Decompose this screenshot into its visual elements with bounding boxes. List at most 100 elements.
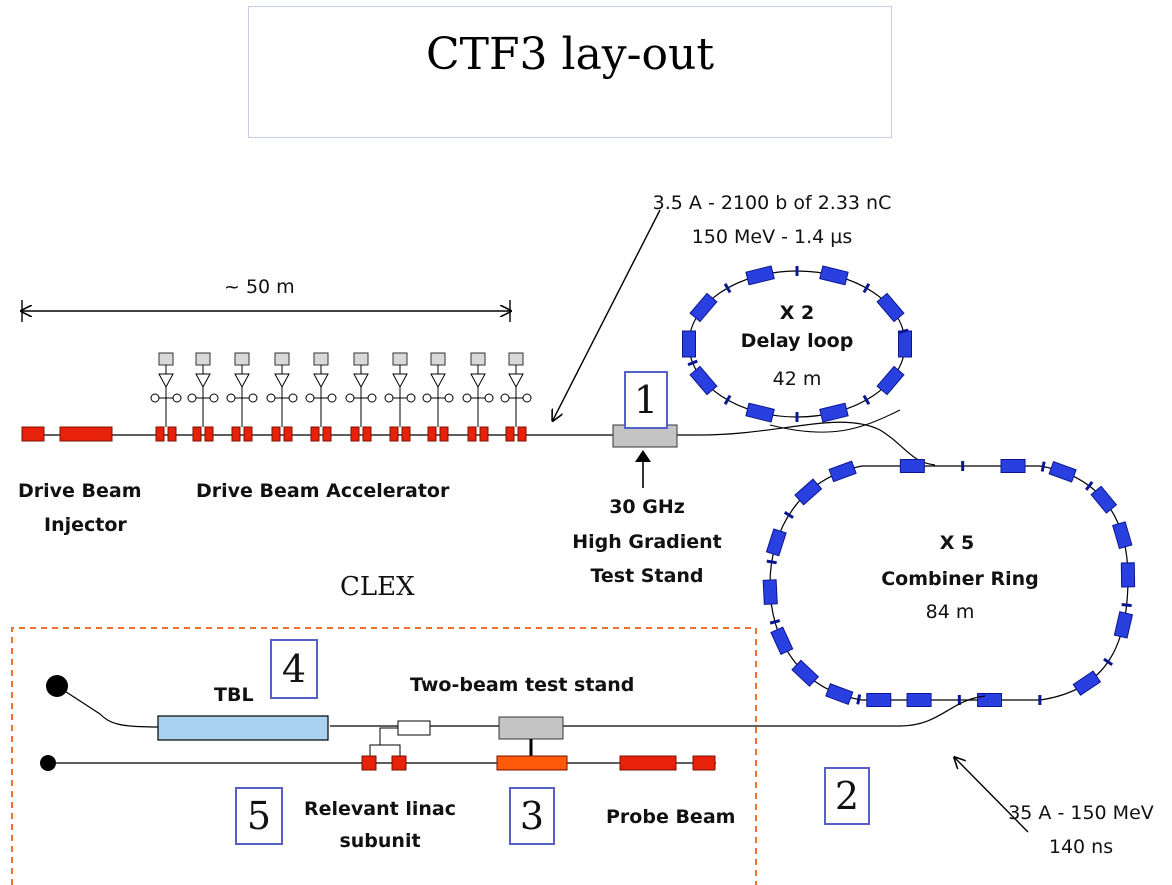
dipole-magnet bbox=[828, 460, 857, 483]
combiner-multiplier: X 5 bbox=[939, 532, 975, 554]
quadrupole-magnet bbox=[1103, 657, 1114, 666]
output-params-line2: 140 ns bbox=[1048, 836, 1114, 858]
rf-load bbox=[462, 393, 472, 403]
accelerator-unit bbox=[422, 352, 454, 442]
accelerating-cavity bbox=[439, 426, 449, 442]
accelerator-unit bbox=[345, 352, 377, 442]
subunit-cavity-2 bbox=[391, 755, 407, 771]
accelerator-unit bbox=[384, 352, 416, 442]
dipole-magnet bbox=[876, 292, 905, 323]
subunit-connector bbox=[369, 727, 401, 756]
subunit-cavity-1 bbox=[361, 755, 377, 771]
klystron-symbol bbox=[158, 373, 174, 389]
dipole-magnet bbox=[1000, 459, 1026, 473]
location-number-2: 2 bbox=[824, 767, 870, 825]
dipole-magnet bbox=[1112, 521, 1133, 550]
accelerator-unit bbox=[500, 352, 532, 442]
accelerator-unit bbox=[462, 352, 494, 442]
accelerating-cavity bbox=[231, 426, 241, 442]
probe-structure bbox=[496, 755, 568, 771]
modulator-box bbox=[430, 352, 446, 366]
klystron-symbol bbox=[234, 373, 250, 389]
dipole-magnet bbox=[794, 478, 823, 506]
location-number-4: 4 bbox=[270, 639, 318, 699]
location-number-5: 5 bbox=[235, 787, 283, 845]
modulator-box bbox=[274, 352, 290, 366]
accelerator-units bbox=[150, 352, 532, 442]
rf-load bbox=[345, 393, 355, 403]
ring-extraction-line bbox=[330, 695, 986, 727]
accelerating-cavity bbox=[517, 426, 527, 442]
dipole-magnet bbox=[977, 693, 1003, 707]
dipole-magnet bbox=[1048, 460, 1077, 483]
dipole-magnet bbox=[1090, 485, 1118, 514]
modulator-box bbox=[470, 352, 486, 366]
quadrupole-magnet bbox=[795, 412, 799, 422]
quadrupole-magnet bbox=[856, 694, 862, 705]
rf-load bbox=[484, 393, 494, 403]
clex-boundary bbox=[11, 627, 757, 885]
relevant-linac-line2: subunit bbox=[339, 830, 421, 852]
quadrupole-magnet bbox=[1038, 695, 1042, 705]
klystron-symbol bbox=[430, 373, 446, 389]
klystron-symbol bbox=[313, 373, 329, 389]
rf-load bbox=[266, 393, 276, 403]
accelerating-cavity bbox=[350, 426, 360, 442]
combiner-ring-name: Combiner Ring bbox=[881, 568, 1039, 590]
quadrupole-magnet bbox=[783, 511, 794, 519]
accelerator-unit bbox=[226, 352, 258, 442]
rf-load bbox=[187, 393, 197, 403]
dipole-magnet bbox=[770, 626, 794, 656]
delay-loop-magnets bbox=[682, 265, 912, 423]
modulator-box bbox=[158, 352, 174, 366]
quadrupole-magnet bbox=[862, 394, 871, 406]
dipole-magnet bbox=[745, 402, 775, 423]
accelerating-cavity bbox=[427, 426, 437, 442]
quadrupole-magnet bbox=[1121, 603, 1132, 608]
beam-params-line2: 150 MeV - 1.4 µs bbox=[691, 226, 853, 248]
quadrupole-magnet bbox=[769, 619, 781, 625]
accelerator-unit bbox=[150, 352, 182, 442]
accelerating-cavity bbox=[479, 426, 489, 442]
dipole-magnet bbox=[876, 365, 905, 396]
quadrupole-magnet bbox=[957, 695, 961, 705]
accelerating-cavity bbox=[389, 426, 399, 442]
klystron-symbol bbox=[392, 373, 408, 389]
test-stand-label-line1: 30 GHz bbox=[609, 496, 685, 518]
rf-load bbox=[444, 393, 454, 403]
delay-loop-name: Delay loop bbox=[740, 330, 854, 352]
delay-loop-multiplier: X 2 bbox=[779, 302, 815, 324]
accelerating-cavity bbox=[271, 426, 281, 442]
dipole-magnet bbox=[819, 402, 849, 423]
beam-params-line1: 3.5 A - 2100 b of 2.33 nC bbox=[652, 192, 892, 214]
dipole-magnet bbox=[1113, 611, 1134, 639]
injector-label-line1: Drive Beam bbox=[18, 480, 142, 502]
accelerating-cavity bbox=[505, 426, 515, 442]
delay-loop-extraction bbox=[699, 421, 936, 466]
dipole-magnet bbox=[762, 579, 778, 605]
modulator-box bbox=[392, 352, 408, 366]
accelerating-cavity bbox=[362, 426, 372, 442]
clex-label: CLEX bbox=[340, 572, 415, 602]
dipole-magnet bbox=[689, 365, 718, 396]
rf-load bbox=[406, 393, 416, 403]
dipole-magnet bbox=[898, 330, 912, 358]
accelerating-cavity bbox=[243, 426, 253, 442]
injector-block-small bbox=[21, 426, 45, 442]
modulator-box bbox=[195, 352, 211, 366]
rf-load bbox=[367, 393, 377, 403]
location-number-3: 3 bbox=[509, 787, 555, 845]
modulator-box bbox=[234, 352, 250, 366]
dipole-magnet bbox=[866, 693, 892, 707]
rf-load bbox=[500, 393, 510, 403]
page-title: CTF3 lay-out bbox=[425, 29, 715, 80]
rf-load bbox=[248, 393, 258, 403]
tbl-block bbox=[157, 715, 329, 741]
test-stand-label-line3: Test Stand bbox=[590, 565, 704, 587]
probe-injector-small bbox=[692, 755, 716, 771]
quadrupole-magnet bbox=[898, 328, 909, 335]
injector-block-large bbox=[59, 426, 113, 442]
dipole-magnet bbox=[1120, 562, 1136, 588]
combiner-ring-length: 84 m bbox=[925, 601, 975, 623]
